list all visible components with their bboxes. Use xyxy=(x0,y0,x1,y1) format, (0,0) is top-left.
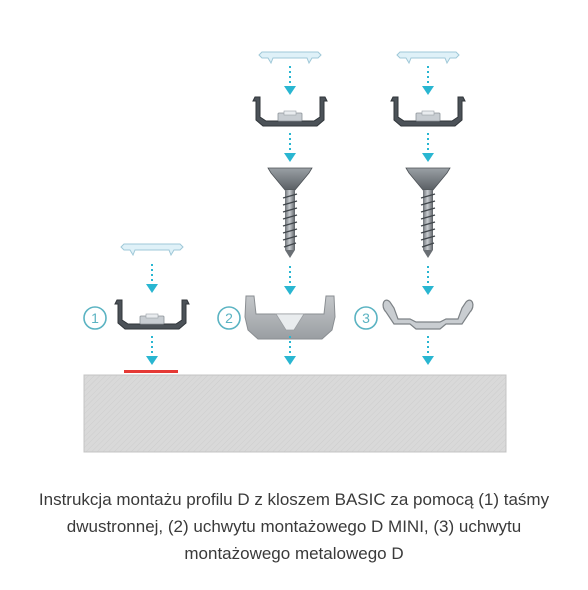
screw-icon xyxy=(267,167,313,259)
diffuser-cover-icon xyxy=(120,243,184,256)
down-arrow-icon xyxy=(145,335,159,366)
step-1-number: 1 xyxy=(91,310,99,326)
step-3-number: 3 xyxy=(362,310,370,326)
metal-mounting-clip-d-icon xyxy=(382,299,474,330)
step-2-badge xyxy=(217,306,241,330)
mounting-surface xyxy=(83,374,507,453)
down-arrow-icon xyxy=(283,335,297,366)
diffuser-cover-icon xyxy=(396,51,460,64)
aluminium-profile-icon xyxy=(252,96,328,127)
down-arrow-icon xyxy=(421,265,435,296)
down-arrow-icon xyxy=(283,132,297,163)
down-arrow-icon xyxy=(283,265,297,296)
down-arrow-icon xyxy=(421,132,435,163)
step-3-badge xyxy=(354,306,378,330)
screw-icon xyxy=(405,167,451,259)
down-arrow-icon xyxy=(421,335,435,366)
aluminium-profile-icon xyxy=(114,299,190,330)
step-3-group: 3 xyxy=(354,51,474,366)
mounting-diagram: 1 2 3 xyxy=(83,51,507,453)
aluminium-profile-icon xyxy=(390,96,466,127)
step-2-number: 2 xyxy=(225,310,233,326)
down-arrow-icon xyxy=(283,65,297,96)
step-2-group: 2 xyxy=(217,51,336,366)
down-arrow-icon xyxy=(421,65,435,96)
down-arrow-icon xyxy=(145,263,159,294)
step-1-group: 1 xyxy=(83,243,190,373)
double-sided-tape-icon xyxy=(124,370,178,373)
step-1-badge xyxy=(83,306,107,330)
diffuser-cover-icon xyxy=(258,51,322,64)
diagram-caption: Instrukcja montażu profilu D z kloszem B… xyxy=(38,490,550,563)
